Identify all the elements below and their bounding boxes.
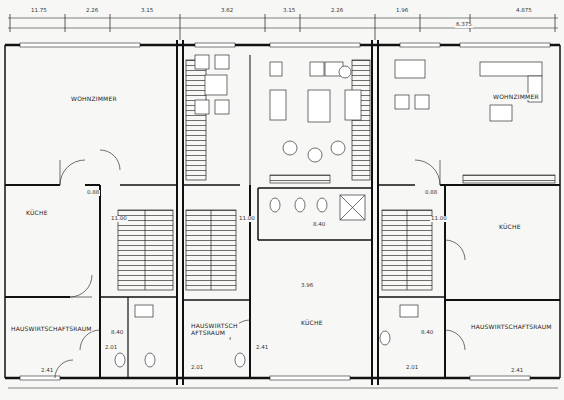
room-name: KÜCHE (26, 209, 48, 216)
dimension-text: 6.375 (455, 22, 473, 28)
dimension-text: 0.88 (424, 190, 438, 196)
room-label-area: KÜCHE (300, 318, 324, 327)
dimension-text: 8.40 (110, 330, 124, 336)
dimension-text: 8.40 (420, 330, 434, 336)
dimension-text: 2.01 (104, 345, 118, 351)
dimension-text: 3.62 (220, 8, 234, 14)
dimension-text: 2.41 (510, 368, 524, 374)
room-name: WOHNZIMMER (493, 93, 539, 100)
dimension-text: 11.00 (238, 216, 256, 222)
dimension-text: 11.00 (110, 216, 128, 222)
dimension-text: 3.96 (300, 283, 314, 289)
dimension-text: 0.88 (86, 190, 100, 196)
room-label-area: HAUSWIRTSCHAFTSRAUM (190, 322, 240, 338)
dimension-text: 2.41 (40, 368, 54, 374)
dimension-lines (8, 14, 558, 388)
dimension-text: 8.40 (312, 222, 326, 228)
dimension-text: 11.00 (430, 216, 448, 222)
dimension-text: 2.01 (190, 365, 204, 371)
room-label-area: WOHNZIMMER (70, 94, 118, 103)
room-label-area: HAUSWIRTSCHAFTSRAUM (470, 322, 553, 331)
walls (5, 40, 560, 385)
stairs (118, 60, 432, 290)
doors (55, 150, 465, 378)
room-label-area: HAUSWIRTSCHAFTSRAUM (10, 324, 93, 333)
dimension-text: 2.26 (85, 8, 99, 14)
room-name: HAUSWIRTSCHAFTSRAUM (11, 325, 92, 332)
furniture (195, 55, 555, 183)
dimension-text: 4.875 (515, 8, 533, 14)
dimension-text: 3.15 (140, 8, 154, 14)
room-label-area: KÜCHE (25, 208, 49, 217)
dimension-text: 3.15 (282, 8, 296, 14)
room-label-area: KÜCHE (498, 222, 522, 231)
dimension-text: 1.96 (395, 8, 409, 14)
dimension-text: 2.01 (405, 365, 419, 371)
room-name: KÜCHE (499, 223, 521, 230)
dimension-text: 2.41 (255, 345, 269, 351)
dimension-text: 2.26 (330, 8, 344, 14)
room-name: HAUSWIRTSCHAFTSRAUM (471, 323, 552, 330)
room-name: KÜCHE (301, 319, 323, 326)
room-name: WOHNZIMMER (71, 95, 117, 102)
room-label-area: WOHNZIMMER (492, 92, 540, 101)
room-name: HAUSWIRTSCHAFTSRAUM (191, 323, 239, 337)
sanitary-fixtures (115, 195, 418, 367)
dimension-text: 11.75 (30, 8, 48, 14)
